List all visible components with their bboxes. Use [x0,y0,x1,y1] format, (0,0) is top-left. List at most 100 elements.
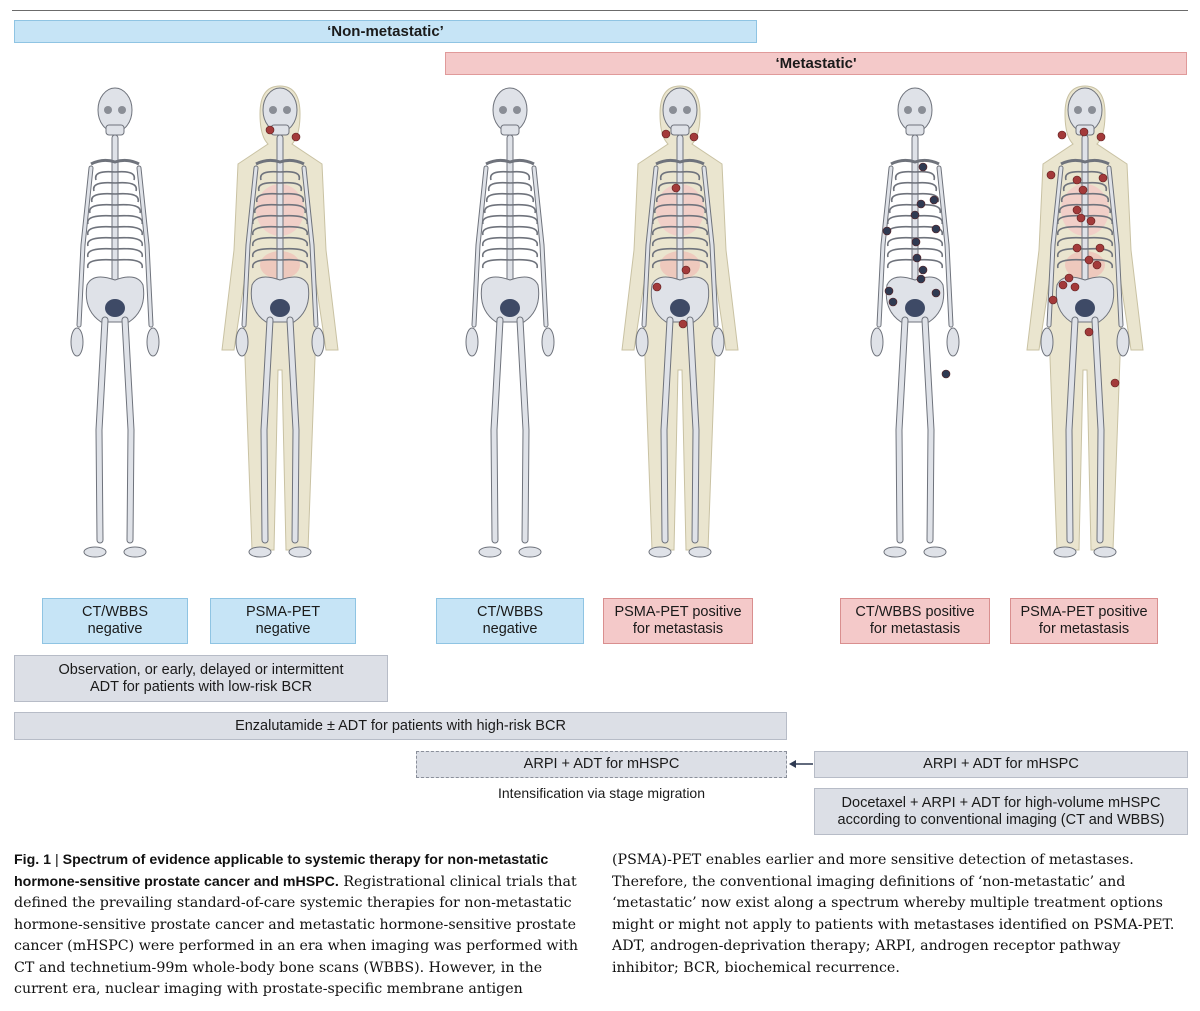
metastatic-band: ‘Metastatic' [445,52,1187,75]
arpi-adt-dashed-box: ARPI + ADT for mHSPC [416,751,787,778]
rib [1056,258,1086,269]
hand [311,327,325,357]
lesion [689,132,699,142]
skeleton-overlay [1040,87,1130,558]
rib [886,214,916,225]
body-psma-1 [221,85,339,558]
hand [711,327,725,357]
rib [279,258,309,269]
lesion [681,265,691,275]
rib [509,258,539,269]
leg-bone [96,317,108,543]
eye-socket [904,106,912,114]
rib [914,214,944,225]
figure-title: Spectrum of evidence applicable to syste… [14,852,549,890]
arm-bone [702,166,718,327]
arm-bone [472,166,488,327]
rib [914,247,944,258]
leg-bone [261,317,273,543]
lesion [1070,282,1080,292]
foot [248,546,272,558]
rib [279,225,309,236]
leg-bone [896,317,908,543]
spine [506,134,514,296]
jaw [500,124,520,136]
foot [123,546,147,558]
rib [679,170,701,181]
eye-socket [1088,106,1096,114]
rib [114,214,144,225]
lesion [918,162,928,172]
rib [487,181,511,192]
lesion [1064,273,1074,283]
lesion [1098,173,1108,183]
rib [1058,203,1086,214]
leg-bone [687,317,699,543]
rib [914,170,936,181]
rib [651,236,681,247]
rib [251,258,281,269]
lesion [1096,132,1106,142]
skeleton-overlay [635,87,725,558]
rib [88,203,116,214]
rib [114,170,136,181]
rib [114,247,144,258]
rib [114,181,138,192]
rib [888,203,916,214]
rib [1084,203,1112,214]
rib [1084,236,1114,247]
top-rule [12,10,1188,11]
rib [483,203,511,214]
skeleton-2 [465,87,555,558]
non-metastatic-band: ‘Non-metastatic’ [14,20,757,43]
lesion [1072,205,1082,215]
rib [886,258,916,269]
eye-socket [669,106,677,114]
arpi-adt-box: ARPI + ADT for mHSPC [814,751,1188,778]
eye-socket [683,106,691,114]
rib [481,258,511,269]
rib [86,236,116,247]
rib [257,181,281,192]
skeleton-overlay [235,87,325,558]
lesion [1058,280,1068,290]
rib [651,225,681,236]
rib [86,247,116,258]
foot [923,546,947,558]
leg-bone [517,317,529,543]
pelvic-inlet [270,299,290,317]
rib [651,258,681,269]
rib [279,192,305,203]
lesion [884,286,894,296]
lesion [911,237,921,247]
observation-therapy-box: Observation, or early, delayed or interm… [14,655,388,702]
rib [90,192,116,203]
lesion [929,195,939,205]
skeleton-graphic [465,87,555,558]
pelvic-inlet [1075,299,1095,317]
ct-wbbs-negative-box: CT/WBBS negative [436,598,584,644]
rib [86,258,116,269]
rib [509,236,539,247]
rib [481,225,511,236]
foot [883,546,907,558]
rib [485,192,511,203]
lesion [916,199,926,209]
rib [481,236,511,247]
caption-body-right: (PSMA)-PET enables earlier and more sens… [612,852,1175,976]
rib [653,203,681,214]
skeleton-graphic [70,87,160,558]
lesion [882,226,892,236]
lesion [1084,327,1094,337]
hand [235,327,249,357]
hand [541,327,555,357]
jaw [670,124,690,136]
rib [114,236,144,247]
lesion [671,183,681,193]
rib [509,192,535,203]
rib [86,225,116,236]
spine [111,134,119,296]
jaw [905,124,925,136]
pelvic-inlet [105,299,125,317]
lesion [1095,243,1105,253]
